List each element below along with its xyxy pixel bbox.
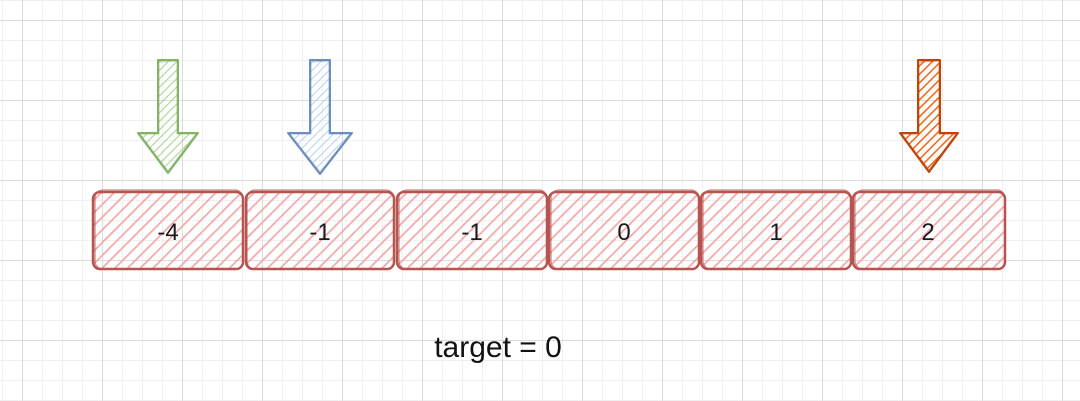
array-cell-3: 0 (547, 189, 701, 271)
arrow-down-icon (137, 59, 199, 174)
target-caption: target = 0 (434, 331, 562, 364)
array-cell-value: 0 (617, 219, 630, 246)
array-cell-4: 1 (699, 189, 853, 271)
arrow-down-icon (899, 59, 959, 173)
array-cell-value: 2 (921, 219, 934, 246)
pointer-arrow-orange (899, 59, 959, 173)
array-cell-0: -4 (91, 189, 245, 271)
array-cell-2: -1 (395, 189, 549, 271)
arrow-down-icon (287, 59, 353, 175)
array-cell-1: -1 (244, 189, 396, 271)
array-cell-value: -1 (461, 219, 482, 246)
pointer-arrow-blue (287, 59, 353, 175)
array-cell-value: -1 (309, 219, 330, 246)
array-cell-5: 2 (851, 189, 1007, 271)
pointer-arrow-green (137, 59, 199, 174)
array: -4 -1 -1 0 1 2 (91, 189, 1007, 271)
array-cell-value: 1 (769, 219, 782, 246)
array-cell-value: -4 (157, 219, 178, 246)
